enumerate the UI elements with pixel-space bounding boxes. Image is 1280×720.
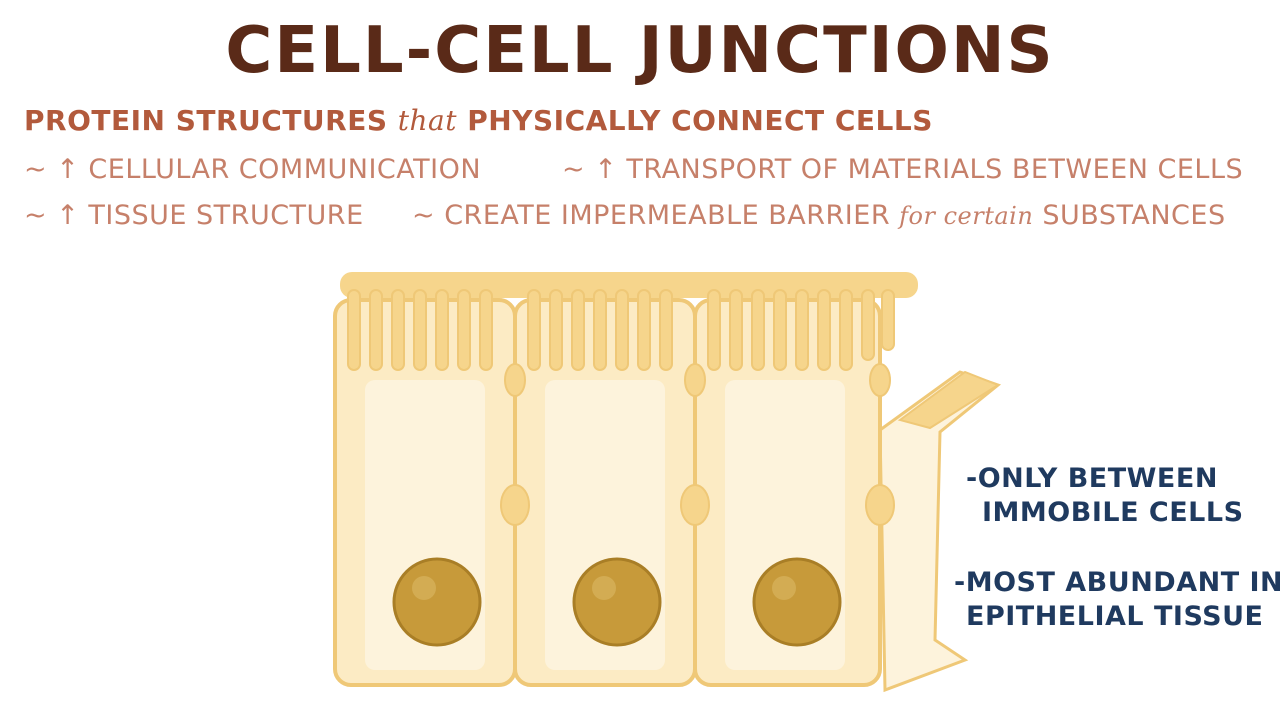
bullet-barrier-part: SUBSTANCES	[1033, 200, 1226, 231]
note-line: -ONLY BETWEEN	[966, 463, 1218, 494]
note-epithelial-tissue: -MOST ABUNDANT IN EPITHELIAL TISSUE	[954, 566, 1280, 634]
note-line: EPITHELIAL TISSUE	[966, 601, 1264, 632]
junction-2	[500, 484, 530, 526]
junction-5	[869, 363, 891, 397]
note-line: IMMOBILE CELLS	[982, 497, 1244, 528]
nuclei	[392, 557, 842, 647]
microvilli	[347, 289, 895, 371]
bullet-barrier-part: for certain	[899, 202, 1034, 230]
subtitle-definition: PROTEIN STRUCTURES that PHYSICALLY CONNE…	[24, 104, 933, 137]
bullet-transport: ~ ↑ TRANSPORT OF MATERIALS BETWEEN CELLS	[562, 154, 1244, 185]
note-line: -MOST ABUNDANT IN	[954, 567, 1280, 598]
bullet-barrier-part: ~ CREATE IMPERMEABLE BARRIER	[412, 200, 900, 231]
peeled-membrane-top	[897, 370, 1001, 430]
page-title: CELL-CELL JUNCTIONS	[225, 14, 1055, 88]
junction-6	[865, 484, 895, 526]
nucleus-1	[392, 557, 482, 647]
bullet-barrier: ~ CREATE IMPERMEABLE BARRIER for certain…	[412, 200, 1226, 231]
junction-3	[684, 363, 706, 397]
bullet-tissue-structure: ~ ↑ TISSUE STRUCTURE	[24, 200, 364, 231]
subtitle-part: that	[397, 104, 457, 137]
note-immobile-cells: -ONLY BETWEEN IMMOBILE CELLS	[966, 462, 1244, 530]
junction-1	[504, 363, 526, 397]
bullet-communication: ~ ↑ CELLULAR COMMUNICATION	[24, 154, 482, 185]
subtitle-part: PROTEIN STRUCTURES	[24, 104, 398, 137]
nucleus-2	[572, 557, 662, 647]
nucleus-3	[752, 557, 842, 647]
junction-4	[680, 484, 710, 526]
subtitle-part: PHYSICALLY CONNECT CELLS	[457, 104, 933, 137]
junctions	[500, 363, 895, 526]
